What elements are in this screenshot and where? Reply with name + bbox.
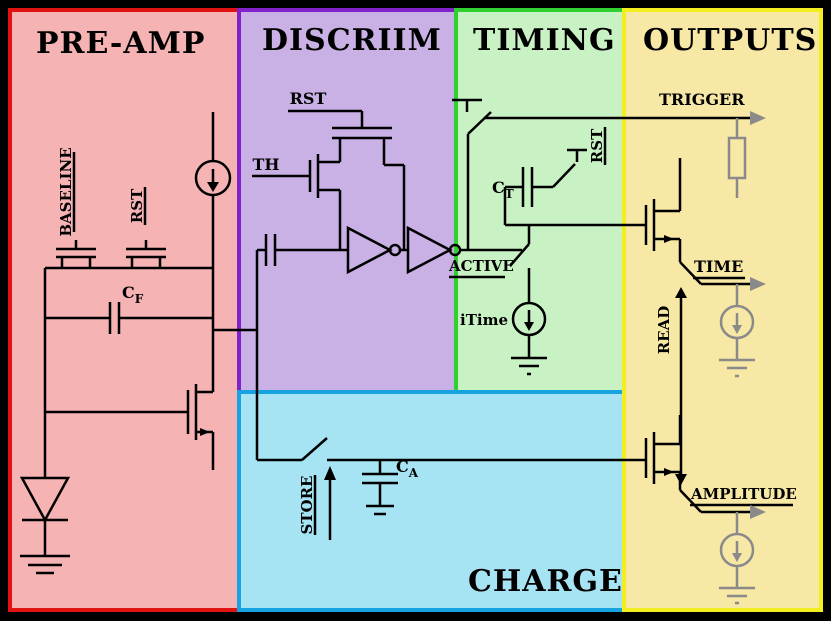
read-switch-time: [679, 261, 702, 285]
time-current-source: [719, 284, 755, 378]
preamp-rails: [43, 266, 213, 478]
baseline-switch-transistor: [56, 152, 96, 268]
read-label: READ: [655, 306, 673, 355]
store-label: STORE: [298, 476, 316, 535]
bias-source-arrowhead: [207, 182, 219, 192]
charge-circuit: [257, 437, 646, 540]
charge-panel: [237, 390, 626, 612]
threshold-transistor: [252, 154, 342, 250]
trigger-switch: [452, 98, 492, 250]
discrim-panel: [237, 8, 458, 394]
time-output-transistor: [644, 158, 682, 262]
itime-source-arrowhead: [524, 322, 534, 331]
bias-current-source: [194, 112, 232, 392]
timing-title: TIMING: [473, 23, 616, 58]
inverter-1: [346, 225, 408, 275]
read-arrowhead-down: [675, 474, 687, 485]
outputs-panel: [622, 8, 823, 612]
time-load-ground: [719, 358, 755, 378]
itime-ground-symbol: [511, 356, 547, 376]
amplitude-cs-arrowhead: [732, 553, 742, 562]
black-arrowheads: [200, 182, 687, 485]
outputs-title: OUTPUTS: [643, 23, 817, 58]
amplitude-output-transistor: [644, 415, 682, 490]
labels: PRE-AMP DISCRIIM TIMING OUTPUTS CHARGE B…: [36, 23, 817, 599]
time-cs-arrowhead: [732, 325, 742, 334]
discrim-circuit: [252, 109, 522, 460]
itime-current-source: [511, 301, 547, 376]
charge-capacitor: [362, 460, 398, 516]
amplitude-arrowhead: [750, 505, 766, 519]
preamp-panel: [8, 8, 241, 612]
trigger-label: TRIGGER: [659, 90, 745, 109]
amplitude-current-source: [719, 512, 755, 605]
trigger-arrowhead: [750, 111, 766, 125]
ground-symbol: [20, 554, 70, 575]
amplifier-source-arrowhead: [200, 428, 210, 436]
read-arrowhead-up: [675, 287, 687, 298]
active-label: ACTIVE: [448, 257, 514, 275]
charge-title: CHARGE: [468, 564, 623, 599]
section-panels: [8, 8, 823, 612]
threshold-label: TH: [252, 155, 279, 174]
charge-ground-symbol: [366, 504, 394, 516]
feedback-capacitor: [45, 302, 213, 334]
gray-arrowheads: [732, 111, 766, 562]
timing-reset-switch: [552, 127, 607, 188]
amplitude-load-ground: [719, 586, 755, 605]
inverter-2: [406, 225, 522, 275]
reset-switch-transistor: [126, 187, 166, 268]
amplitude-label: AMPLITUDE: [690, 485, 797, 503]
preamp-circuit: [19, 112, 257, 575]
amplitude-transistor-arrowhead: [664, 468, 674, 476]
store-arrowhead-up: [324, 466, 336, 480]
timing-cap-label: CT: [492, 178, 514, 201]
time-arrowhead: [750, 277, 766, 291]
timing-capacitor: [503, 167, 553, 225]
amplifier-transistor: [45, 384, 215, 470]
timing-panel: [454, 8, 626, 394]
active-switch: [449, 225, 531, 302]
itime-label: iTime: [460, 311, 508, 329]
timing-reset-label: RST: [588, 128, 606, 163]
store-switch: [301, 437, 328, 461]
coupling-capacitor: [257, 234, 348, 266]
circuit-wires: [19, 98, 793, 575]
feedback-cap-label: CF: [122, 283, 144, 306]
outputs-circuit: [644, 158, 793, 514]
preamp-title: PRE-AMP: [36, 26, 205, 61]
discrim-title: DISCRIIM: [262, 23, 442, 58]
discrim-reset-transistor: [288, 109, 406, 250]
discrim-reset-label: RST: [290, 89, 327, 108]
charge-cap-label: CA: [396, 457, 419, 480]
baseline-label: BASELINE: [57, 147, 75, 236]
timing-circuit: [449, 98, 750, 376]
preamp-reset-label: RST: [128, 188, 146, 223]
read-switch-amplitude: [679, 489, 702, 513]
external-loads: [719, 118, 755, 605]
trigger-resistor: [727, 118, 747, 198]
time-transistor-arrowhead: [664, 235, 674, 243]
photodiode: [19, 476, 71, 556]
time-label: TIME: [694, 257, 743, 276]
